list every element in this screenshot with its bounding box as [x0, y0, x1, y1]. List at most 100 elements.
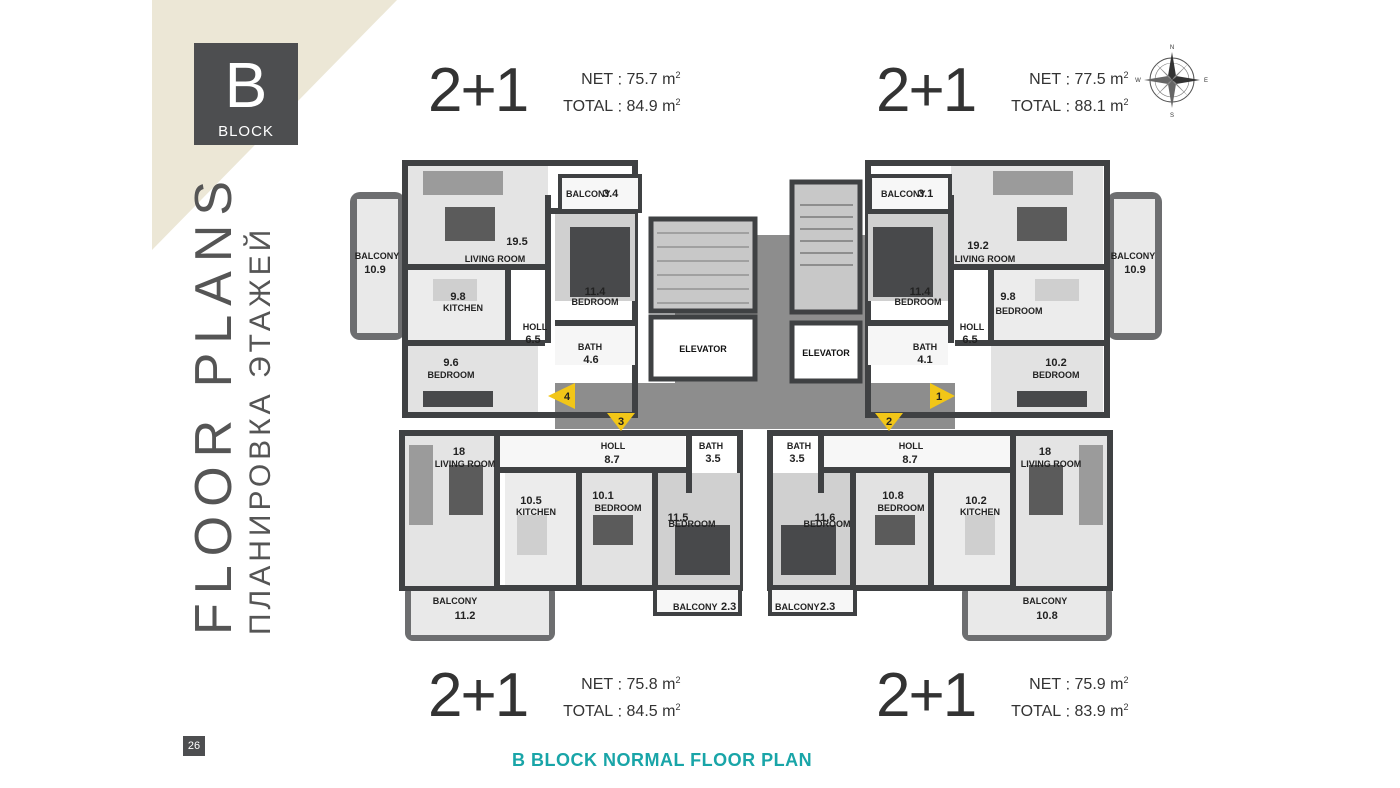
room-name: HOLL [899, 441, 924, 451]
room-area: 6.5 [962, 334, 977, 346]
unit-header-top-left: 2+1 NET : 75.7 m2 TOTAL : 84.9 m2 [428, 56, 681, 125]
room-area: 6.5 [525, 334, 540, 346]
room-area: 2.3 [721, 601, 736, 613]
balcony [768, 586, 857, 616]
room-area: 9.8 [1000, 291, 1015, 303]
net-label: NET [581, 71, 614, 88]
svg-text:2: 2 [886, 416, 892, 428]
room-area: 9.6 [443, 357, 458, 369]
elevator-label: ELEVATOR [679, 344, 727, 354]
footer-title: B BLOCK NORMAL FLOOR PLAN [512, 750, 813, 770]
net-label: NET [581, 676, 614, 693]
total-label: TOTAL [563, 703, 614, 721]
room-name: LIVING ROOM [955, 254, 1016, 264]
room-area: 11.5 [668, 512, 689, 524]
room-area: 3.5 [789, 453, 804, 465]
compass-n: N [1170, 45, 1174, 51]
unit-header-bottom-left: 2+1 NET : 75.8 m2 TOTAL : 84.5 m2 [428, 661, 681, 730]
total-label: TOTAL [1011, 98, 1062, 116]
unit-type: 2+1 [876, 56, 977, 125]
elevator-left [648, 314, 758, 382]
room-area: 4.1 [917, 354, 932, 366]
elevator-right [789, 320, 863, 384]
unit-type: 2+1 [428, 56, 529, 125]
room-name: LIVING ROOM [1021, 459, 1082, 469]
entry-marker-3: 3 [607, 413, 635, 431]
room-name: BALCONY [881, 189, 926, 199]
compass-icon: N S E W [1135, 45, 1208, 118]
room-name: BATH [913, 342, 937, 352]
room-area: 10.8 [882, 490, 903, 502]
compass-s: S [1170, 113, 1174, 118]
room-area: 11.4 [585, 286, 607, 298]
room-name: HOLL [523, 322, 548, 332]
room-name: HOLL [960, 322, 985, 332]
page-number: 26 [183, 736, 205, 756]
net-value: 75.7 [626, 71, 658, 88]
unit-bottom-right: BALCONY 2.3 BALCONY 10.8 18 LIVING ROOM … [767, 430, 1113, 641]
room-area: 10.5 [520, 495, 541, 507]
unit-bottom-left: BALCONY 2.3 BALCONY 11.2 18 LIVING ROOM … [399, 430, 743, 641]
total-value: 84.9 [626, 98, 658, 116]
room-area: 3.4 [603, 188, 619, 200]
unit-header-top-right: 2+1 NET : 77.5 m2 TOTAL : 88.1 m2 [876, 56, 1129, 125]
svg-text:3: 3 [618, 416, 624, 428]
balcony [868, 174, 952, 213]
room-name: BALCONY [673, 602, 718, 612]
room-name: BEDROOM [804, 519, 851, 529]
block-word: BLOCK [218, 123, 274, 140]
room-name: BALCONY [775, 602, 820, 612]
balcony [558, 174, 642, 213]
room-area: 19.5 [506, 236, 527, 248]
title-en: FLOOR PLANS [185, 171, 243, 635]
floor-plan: ELEVATOR ELEVATOR BALCONY 3.4 BALCONY 10… [350, 160, 1162, 641]
room-area: 10.1 [592, 490, 613, 502]
stairs-right [789, 179, 863, 315]
block-badge: B BLOCK [194, 43, 298, 145]
room-area: 3.1 [918, 188, 933, 200]
room-name: BALCONY [566, 189, 611, 199]
room-name: KITCHEN [516, 507, 556, 517]
room-area: 3.5 [705, 453, 720, 465]
room-name: BEDROOM [428, 370, 475, 380]
block-letter: B [224, 49, 268, 121]
total-value: 83.9 [1074, 703, 1106, 721]
room-area: 8.7 [902, 454, 917, 466]
compass-w: W [1135, 78, 1141, 84]
room-name: BEDROOM [669, 519, 716, 529]
room-area: 10.9 [1124, 264, 1145, 276]
room-name: BEDROOM [595, 503, 642, 513]
net-label: NET [1029, 71, 1062, 88]
room-name: BEDROOM [996, 306, 1043, 316]
room-name: BALCONY [355, 251, 400, 261]
room-area: 18 [1039, 446, 1051, 458]
room-name: BALCONY [433, 596, 478, 606]
unit-type: 2+1 [428, 661, 529, 730]
entry-marker-2: 2 [875, 413, 903, 431]
room-area: 8.7 [604, 454, 619, 466]
total-label: TOTAL [563, 98, 614, 116]
vertical-title: FLOOR PLANS ПЛАНИРОВКА ЭТАЖЕЙ [185, 171, 278, 635]
title-ru: ПЛАНИРОВКА ЭТАЖЕЙ [244, 225, 277, 635]
unit-type: 2+1 [876, 661, 977, 730]
svg-text:1: 1 [936, 391, 942, 403]
room-name: BATH [699, 441, 723, 451]
room-name: BATH [578, 342, 602, 352]
room-area: 18 [453, 446, 465, 458]
room-name: BEDROOM [878, 503, 925, 513]
svg-text:4: 4 [564, 391, 571, 403]
net-value: 77.5 [1074, 71, 1106, 88]
total-value: 84.5 [626, 703, 658, 721]
balcony [653, 586, 742, 616]
room-area: 11.4 [910, 286, 932, 298]
net-value: 75.9 [1074, 676, 1106, 693]
unit-header-bottom-right: 2+1 NET : 75.9 m2 TOTAL : 83.9 m2 [876, 661, 1129, 730]
room-name: KITCHEN [960, 507, 1000, 517]
room-name: LIVING ROOM [465, 254, 526, 264]
room-name: BALCONY [1023, 596, 1068, 606]
compass-e: E [1204, 78, 1208, 84]
room-area: 11.2 [455, 610, 476, 622]
room-name: KITCHEN [443, 303, 483, 313]
net-value: 75.8 [626, 676, 658, 693]
total-value: 88.1 [1074, 98, 1106, 116]
